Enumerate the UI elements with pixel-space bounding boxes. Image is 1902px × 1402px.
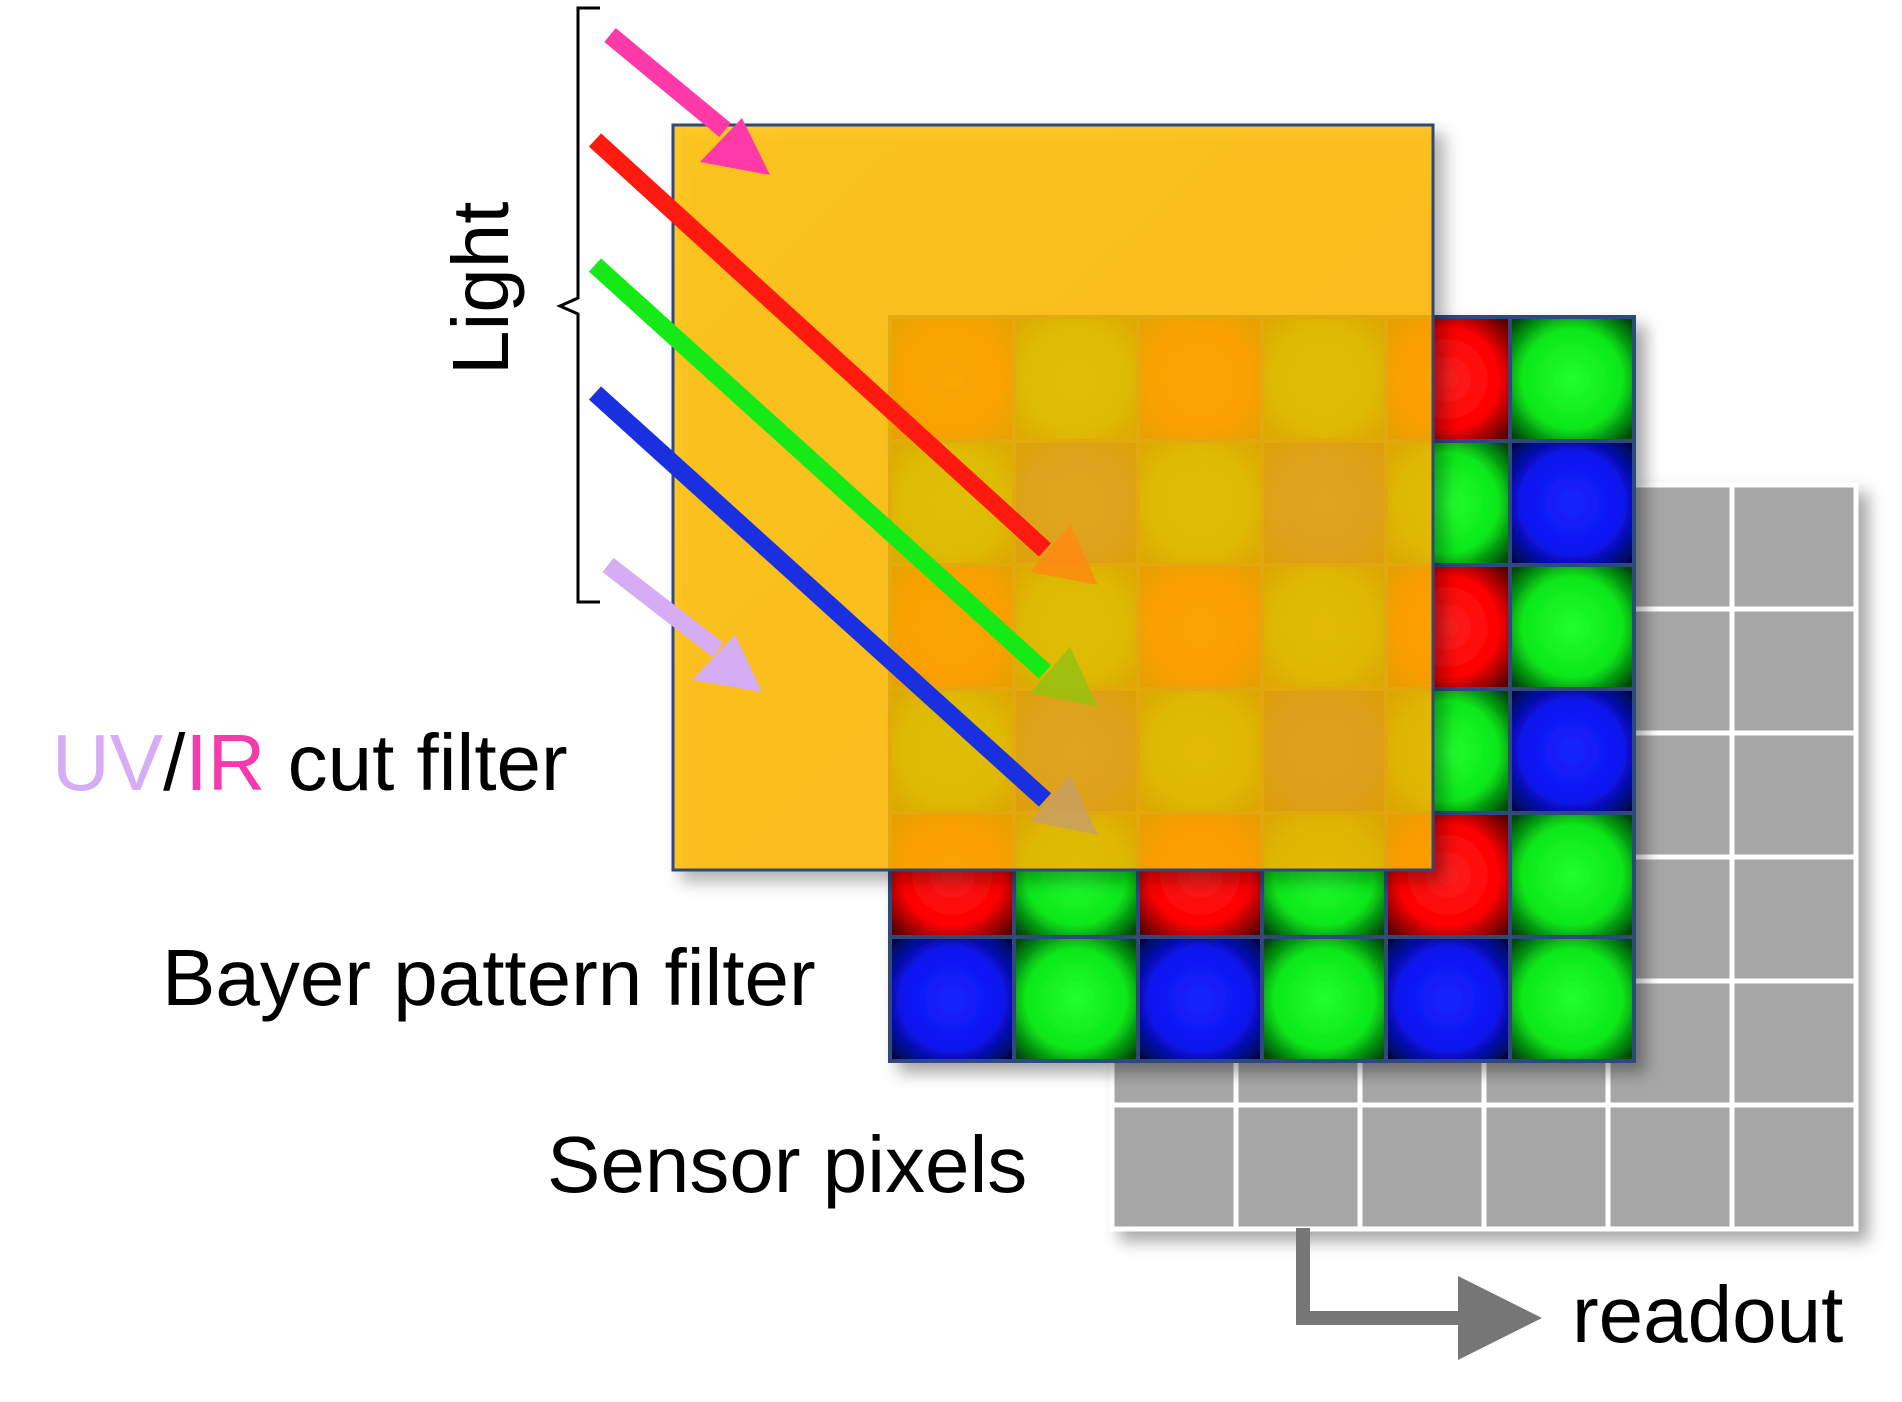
green-ray [588,258,1052,679]
uv-ray-head [692,635,762,692]
light-rays [588,28,1098,835]
readout-arrow [1296,1228,1542,1360]
sensor-pixel [1729,606,1859,736]
ir-label: IR [185,718,265,807]
green-ray-head [1030,647,1098,707]
bayer-green-cell [1508,935,1636,1063]
bayer-blue-cell [888,935,1016,1063]
red-ray [588,133,1052,557]
ir-ray-head [700,118,770,175]
ir-ray [604,28,731,137]
bayer-blue-cell [1508,687,1636,815]
readout-label: readout [1572,1270,1843,1359]
sensor-pixel [1357,1102,1487,1232]
bayer-filter-label: Bayer pattern filter [162,933,816,1022]
bayer-green-cell [1260,935,1388,1063]
sensor-pixel [1729,730,1859,860]
sensor-pixel [1729,854,1859,984]
uv-ir-cut-filter-label: UV/IR cut filter [52,718,568,807]
sensor-pixel [1109,1102,1239,1232]
bayer-green-cell [1508,315,1636,443]
uv-label: UV [52,718,164,807]
sensor-pixel [1481,1102,1611,1232]
uv-ir-cut-filter [671,123,1435,872]
slash-label: / [163,718,186,807]
uv-ray [602,557,724,658]
light-label: Light [436,202,525,375]
bayer-blue-cell [1508,439,1636,567]
cut-filter-label: cut filter [265,718,567,807]
sensor-pixel [1233,1102,1363,1232]
red-ray-head [1030,525,1098,585]
bayer-green-cell [1508,811,1636,939]
bayer-green-cell [1508,563,1636,691]
bayer-blue-cell [1136,935,1264,1063]
bayer-green-cell [1012,935,1140,1063]
bayer-blue-cell [1384,935,1512,1063]
blue-ray [588,386,1052,807]
sensor-pixel [1605,1102,1735,1232]
light-bracket [556,6,600,604]
sensor-pixel [1729,482,1859,612]
sensor-pixels-label: Sensor pixels [547,1120,1027,1209]
blue-ray-head [1030,775,1098,835]
sensor-pixel [1729,978,1859,1108]
sensor-pixel [1729,1102,1859,1232]
